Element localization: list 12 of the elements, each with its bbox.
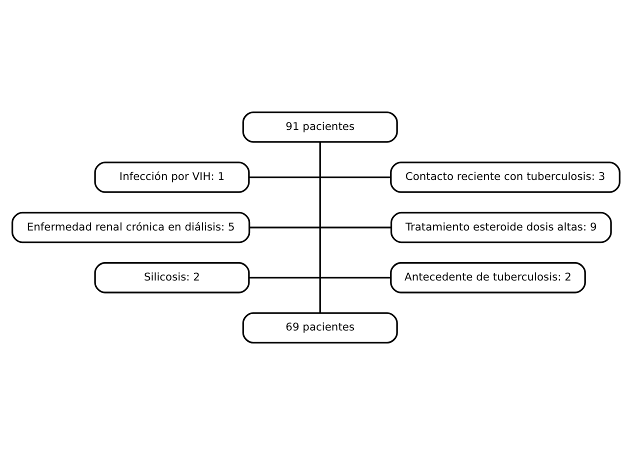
node-box: Antecedente de tuberculosis: 2 [390, 262, 586, 293]
node-box: Infección por VIH: 1 [94, 161, 250, 192]
node-box: Enfermedad renal crónica en diálisis: 5 [12, 211, 250, 243]
connector [249, 276, 391, 278]
connector [249, 176, 391, 178]
node-box: Tratamiento esteroide dosis altas: 9 [390, 211, 612, 243]
connector [249, 226, 392, 228]
connector [319, 142, 321, 312]
node-box: Silicosis: 2 [94, 262, 250, 293]
node-box: 69 pacientes [242, 312, 398, 344]
node-box: 91 pacientes [242, 110, 398, 142]
node-box: Contacto reciente con tuberculosis: 3 [390, 161, 620, 192]
